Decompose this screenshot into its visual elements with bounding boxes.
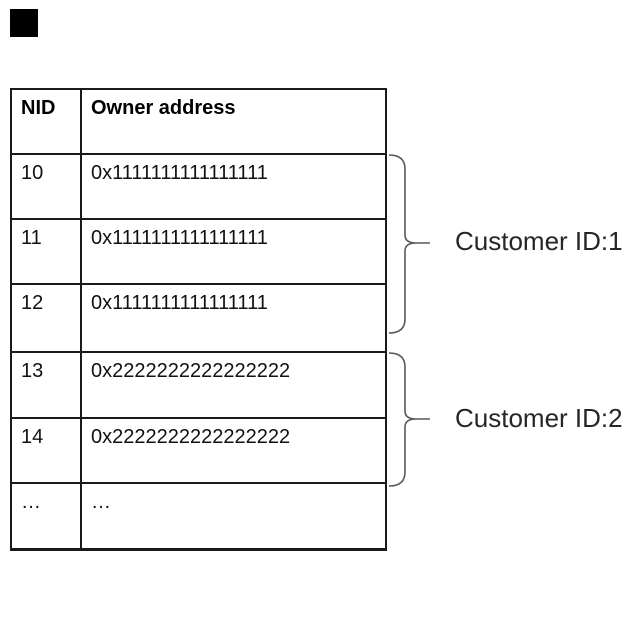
customer-id-2-label: Customer ID:2 [455,403,623,433]
cell-owner-address-ellipsis: … [80,482,387,551]
cell-nid: 12 [10,283,82,353]
cell-nid: 14 [10,417,82,484]
cell-owner-address: 0x2222222222222222 [80,417,387,484]
right-curly-brace [388,352,430,487]
corner-square-marker [10,9,38,37]
cell-nid: 13 [10,351,82,419]
table-header-row: NID Owner address [10,88,387,155]
group-brace-customer-2 [388,352,430,487]
cell-nid: 11 [10,218,82,285]
table-row-ellipsis: … … [10,482,387,551]
customer-id-1-label: Customer ID:1 [455,226,623,256]
table-row: 14 0x2222222222222222 [10,417,387,484]
right-curly-brace [388,154,430,334]
table-row: 13 0x2222222222222222 [10,351,387,419]
cell-nid-ellipsis: … [10,482,82,551]
group-brace-customer-1 [388,154,430,334]
table-row: 10 0x1111111111111111 [10,153,387,220]
header-nid: NID [10,88,82,155]
cell-owner-address: 0x1111111111111111 [80,283,387,353]
cell-nid: 10 [10,153,82,220]
nid-owner-address-table: NID Owner address 10 0x1111111111111111 … [10,88,387,551]
header-owner-address: Owner address [80,88,387,155]
table-row: 11 0x1111111111111111 [10,218,387,285]
table-row: 12 0x1111111111111111 [10,283,387,353]
black-square [10,9,38,37]
cell-owner-address: 0x2222222222222222 [80,351,387,419]
cell-owner-address: 0x1111111111111111 [80,153,387,220]
cell-owner-address: 0x1111111111111111 [80,218,387,285]
